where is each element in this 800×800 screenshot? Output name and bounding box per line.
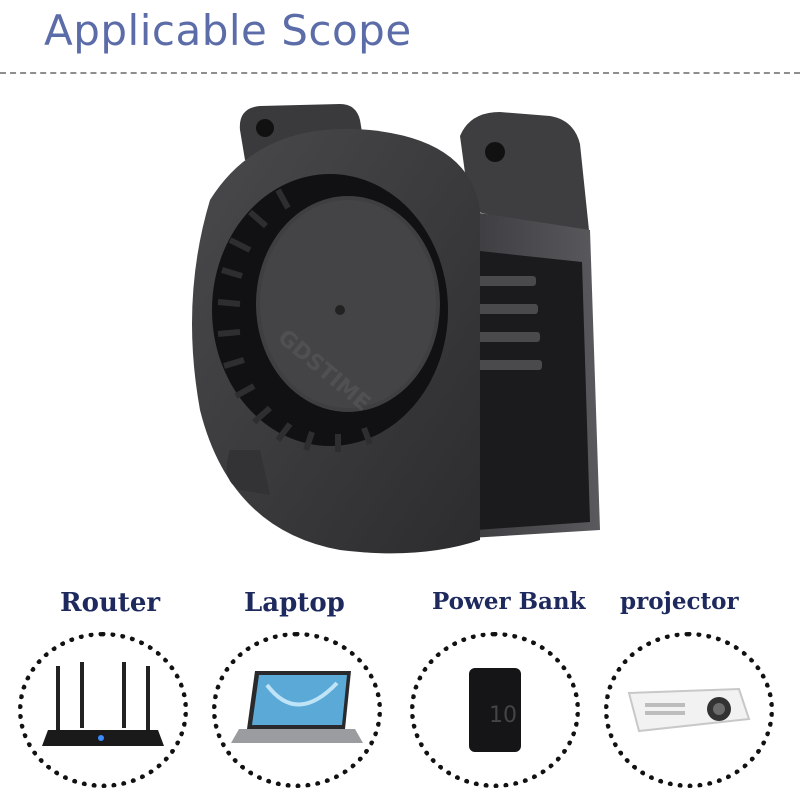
app-circle-laptop: [212, 632, 382, 788]
app-circle-power-bank: 10: [410, 632, 580, 788]
app-label-laptop: Laptop: [244, 588, 345, 618]
projector-icon: [627, 687, 751, 733]
power-bank-icon: 10: [469, 668, 521, 752]
svg-text:10: 10: [489, 703, 517, 728]
app-label-power-bank: Power Bank: [432, 588, 586, 615]
laptop-icon: [231, 671, 363, 743]
app-circle-router: [18, 632, 188, 788]
product-image: GDSTIME: [170, 90, 630, 570]
router-icon: [42, 662, 164, 746]
page-title: Applicable Scope: [44, 6, 412, 55]
app-label-projector: projector: [620, 588, 739, 615]
app-label-router: Router: [60, 588, 161, 618]
app-circle-projector: [604, 632, 774, 788]
blower-fan-icon: GDSTIME: [192, 104, 600, 554]
header-divider: [0, 72, 800, 74]
